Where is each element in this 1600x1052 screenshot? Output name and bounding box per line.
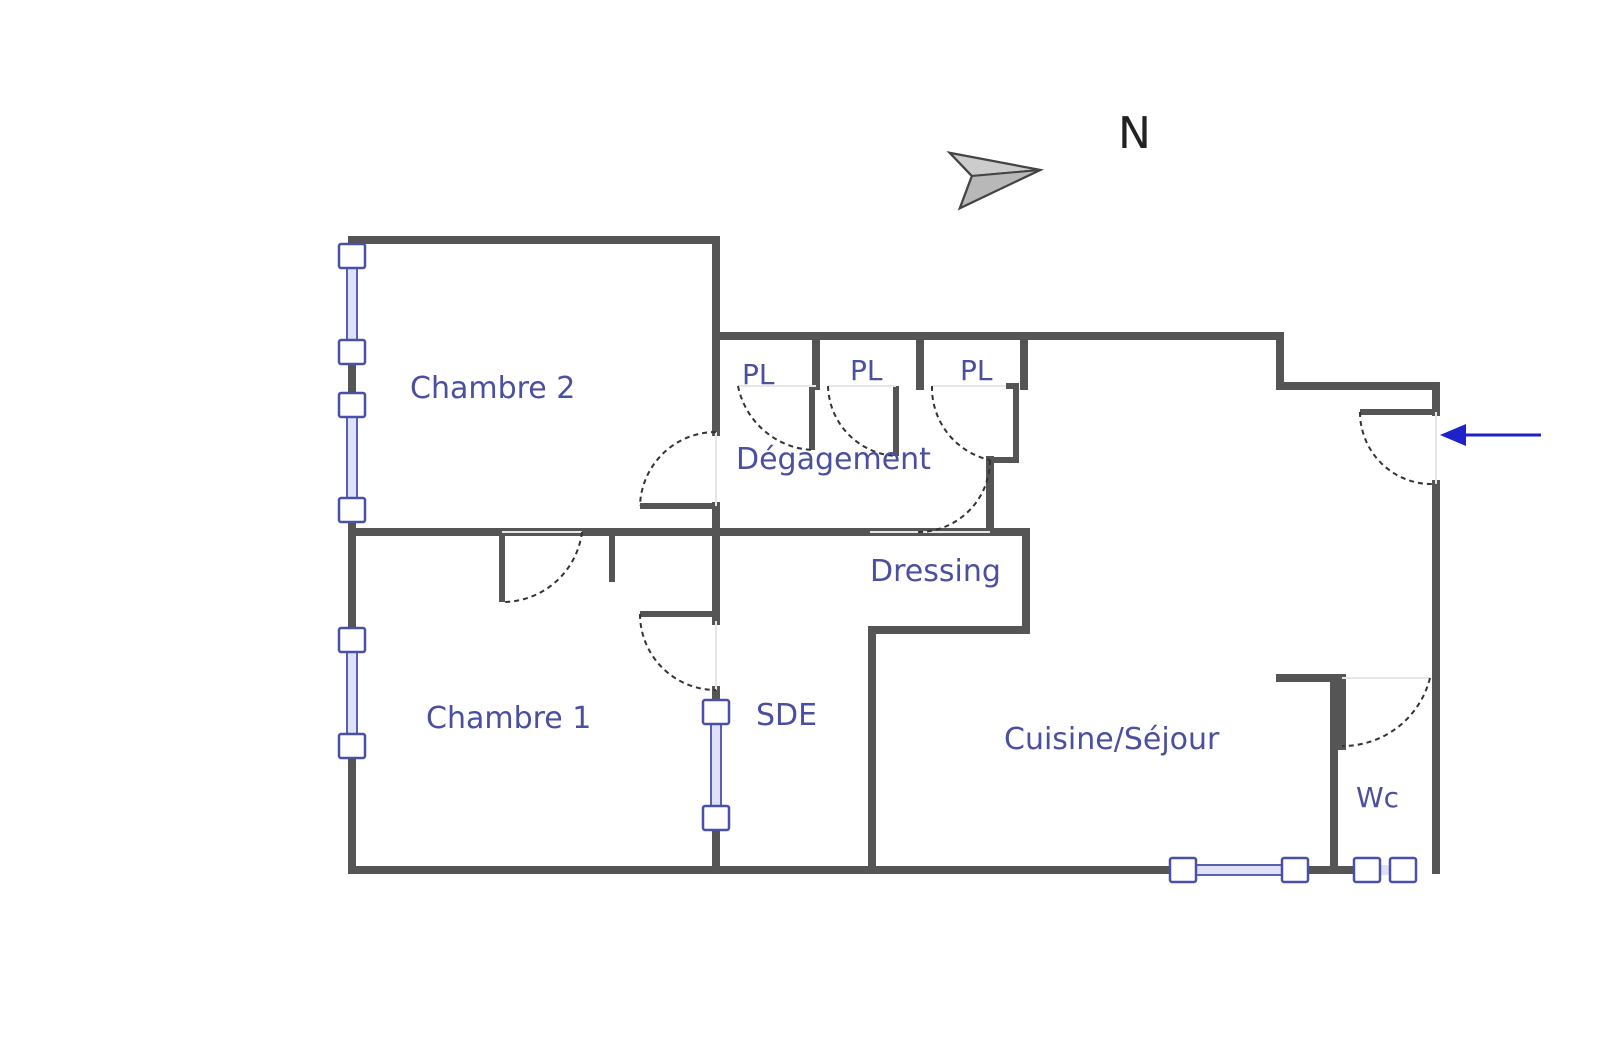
door-sde [639, 613, 717, 691]
wall-entrance-notch [1276, 332, 1440, 416]
door-chambre1 [501, 531, 583, 604]
door-chambre2 [639, 431, 717, 507]
room-label-chambre2: Chambre 2 [410, 371, 575, 406]
room-label-cuisine-sejour: Cuisine/Séjour [1004, 722, 1220, 757]
door-placard-3 [930, 385, 991, 461]
door-swings [501, 385, 1437, 748]
window-chambre2-b [337, 391, 367, 524]
room-label-sde: SDE [756, 698, 817, 733]
room-label-degagement: Dégagement [736, 442, 931, 477]
north-arrow-icon [946, 151, 1045, 211]
walls [348, 236, 1440, 874]
room-label-placard-3: PL [960, 354, 993, 387]
room-label-dressing: Dressing [870, 554, 1001, 589]
wall-chambre2-top [348, 236, 720, 436]
room-label-placard-2: PL [850, 354, 883, 387]
wall-dressing [868, 456, 1030, 874]
room-label-chambre1: Chambre 1 [426, 701, 591, 736]
north-label: N [1118, 108, 1151, 159]
door-openings [502, 385, 1437, 690]
wall-placard-jamb-3 [990, 383, 1019, 463]
door-entrance [1358, 411, 1437, 486]
door-dressing [915, 459, 991, 534]
door-placard-1 [737, 385, 813, 451]
windows [337, 242, 1418, 884]
window-sde [701, 698, 731, 832]
window-wc [1352, 856, 1418, 884]
window-chambre1 [337, 626, 367, 760]
door-wc [1341, 677, 1431, 748]
window-sejour [1168, 856, 1310, 884]
room-label-wc: Wc [1356, 781, 1399, 814]
entrance-arrow-icon [1440, 424, 1541, 446]
door-placard-2 [827, 385, 897, 457]
window-chambre2-a [337, 242, 367, 366]
room-label-placard-1: PL [742, 358, 775, 391]
